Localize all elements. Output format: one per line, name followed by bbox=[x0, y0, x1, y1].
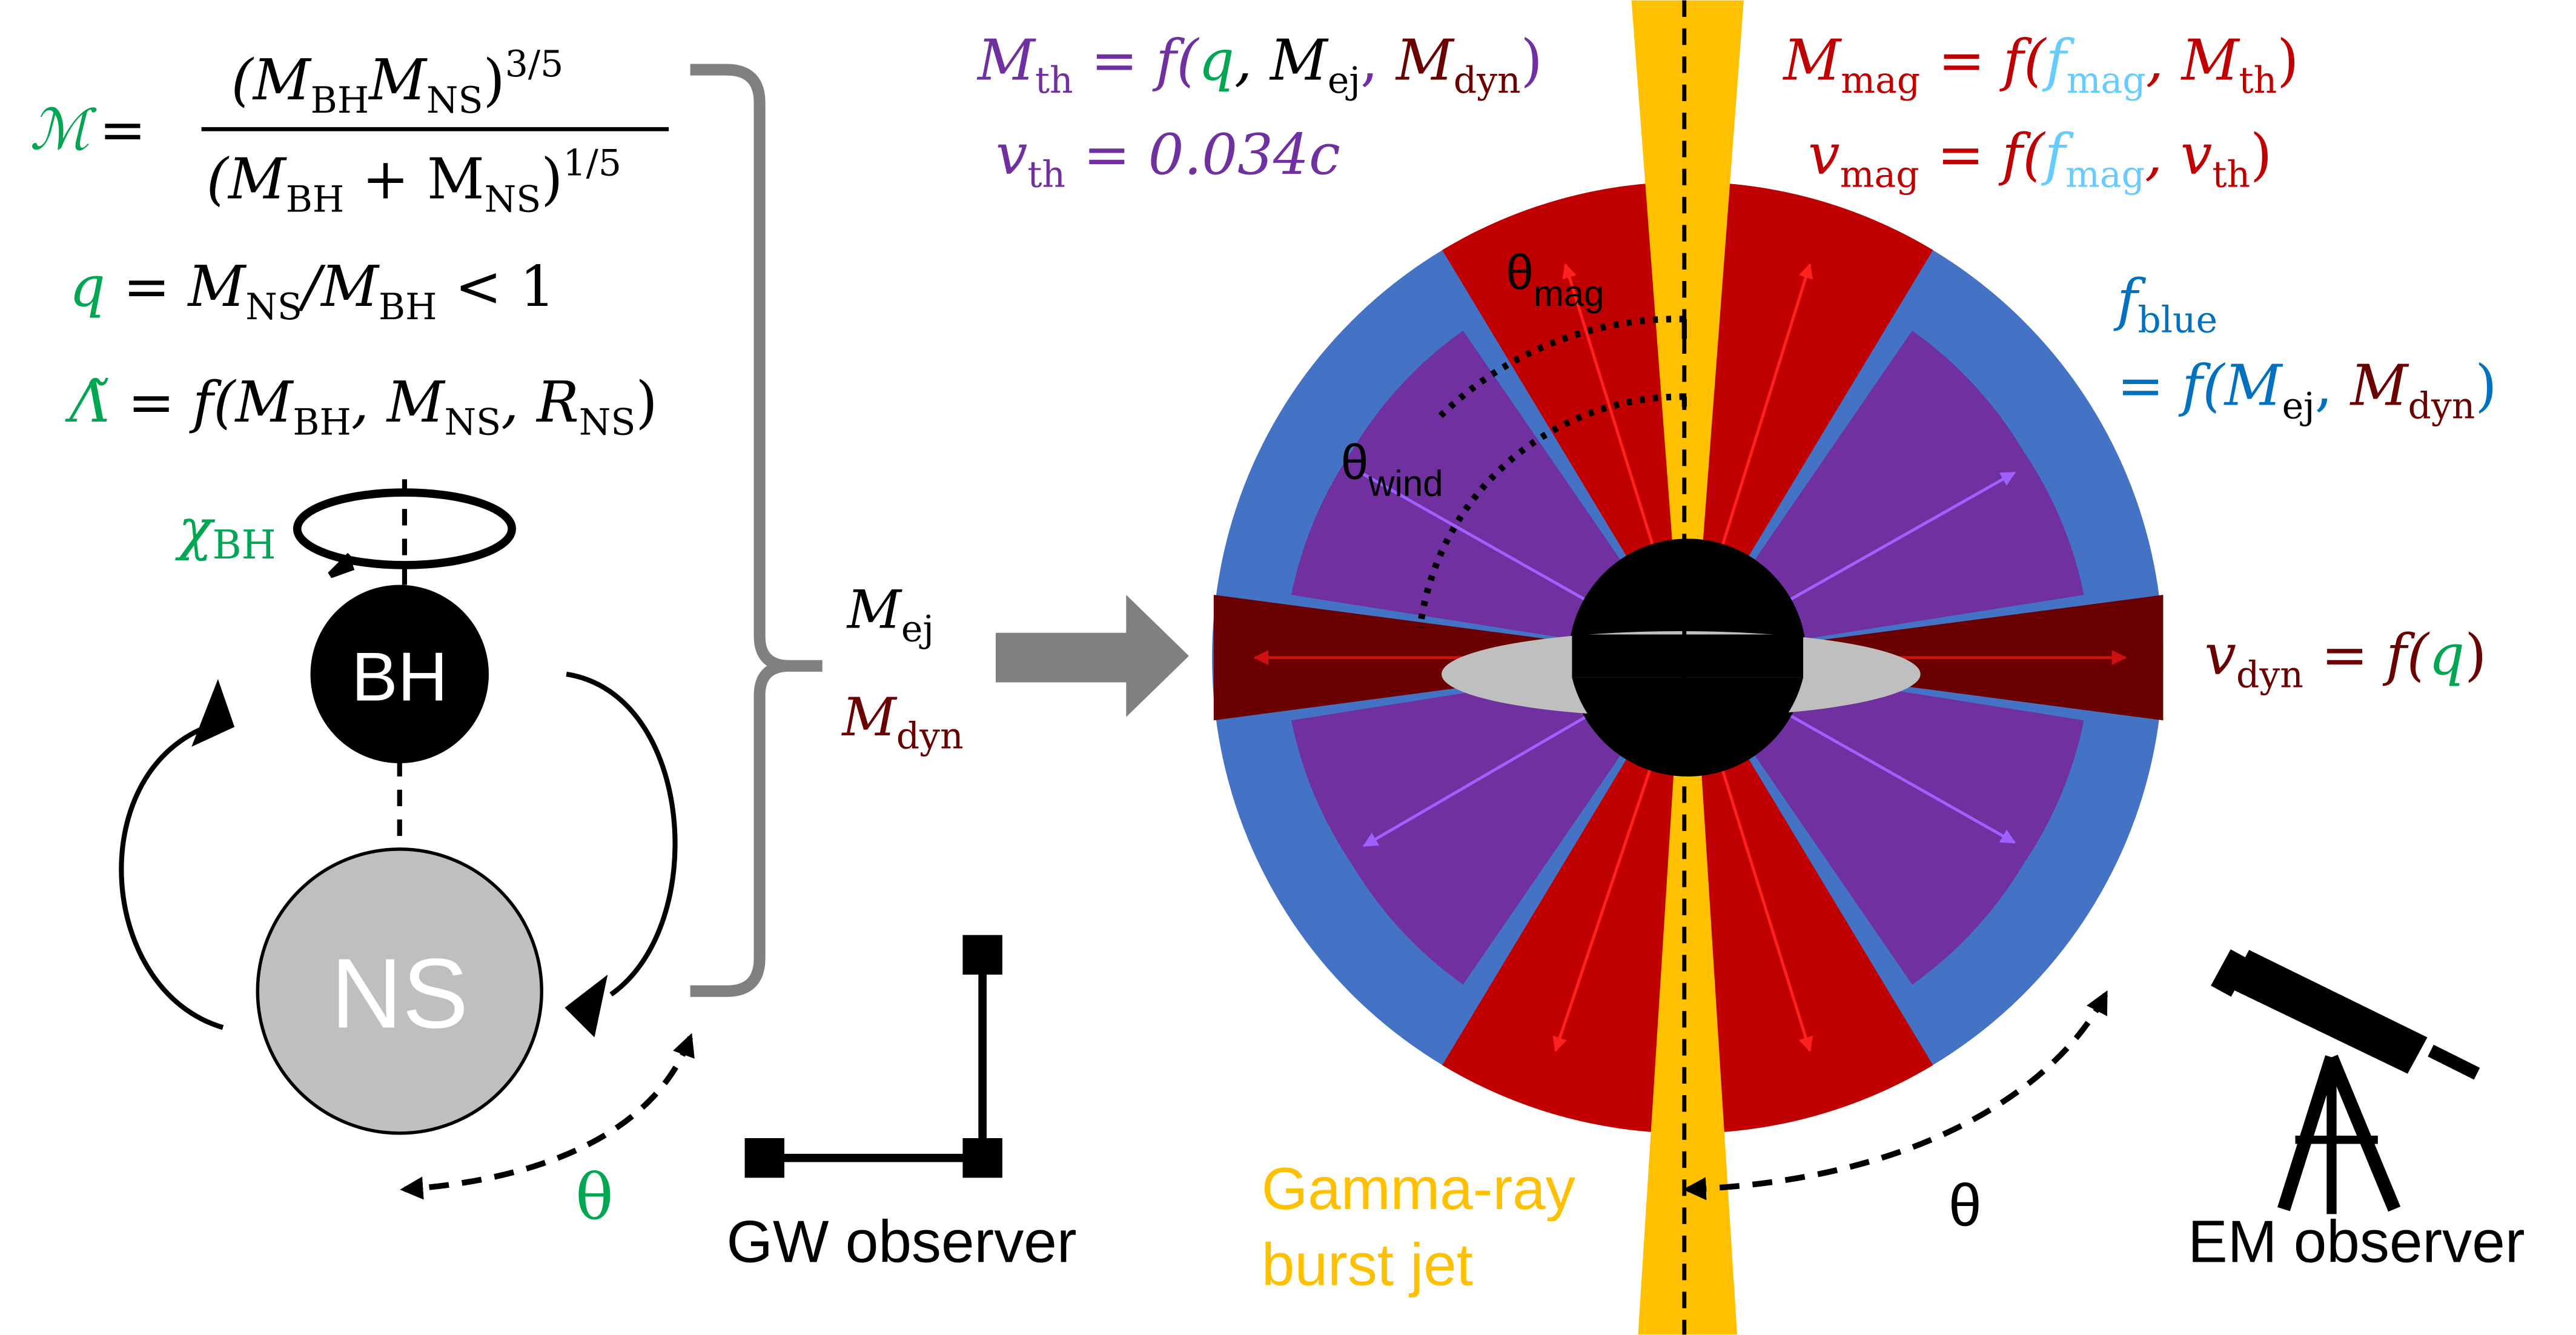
dynamical-velocity-equation: vdyn = f(q) bbox=[2205, 622, 2487, 697]
chirp-mass-symbol: ℳ bbox=[30, 97, 97, 162]
orbit-arrow-left bbox=[119, 724, 224, 1030]
black-hole-icon bbox=[310, 585, 489, 764]
grb-jet-label-line2: burst jet bbox=[1262, 1231, 1473, 1298]
bracket bbox=[690, 64, 823, 997]
bh-label: BH bbox=[351, 638, 448, 716]
gw-observer-label: GW observer bbox=[727, 1208, 1077, 1274]
grb-jet-upper bbox=[1631, 0, 1744, 658]
ejecta-geometry bbox=[1212, 0, 2164, 1335]
thermal-velocity-equation: vth = 0.034c bbox=[996, 122, 1340, 196]
em-viewing-angle-arrow bbox=[1683, 990, 2108, 1201]
gw-parameters: ℳ = (MBHMNS)3/5 (MBH + MNS)1/5 q = MNS/M… bbox=[30, 43, 669, 568]
binary-system: BH NS bbox=[119, 585, 678, 1135]
gw-detector-icon bbox=[744, 935, 1002, 1178]
thermal-mass-equation: Mth = f(q, Mej, Mdyn) bbox=[976, 27, 1543, 102]
magnetic-velocity-equation: vmag = f(fmag, vth) bbox=[1808, 122, 2272, 196]
gw-theta: θ bbox=[575, 1162, 613, 1234]
telescope-icon bbox=[2211, 949, 2480, 1214]
tidal-deformability-equation: Λ̃ = f(MBH, MNS, RNS) bbox=[65, 369, 658, 444]
orbit-arrowhead-left bbox=[191, 679, 235, 747]
chirp-mass-equals: = bbox=[99, 97, 147, 162]
em-theta: θ bbox=[1949, 1171, 1982, 1238]
chirp-denominator: (MBH + MNS)1/5 bbox=[207, 142, 621, 221]
em-observer-label: EM observer bbox=[2188, 1208, 2525, 1274]
gw-viewing-angle-arrow bbox=[400, 1033, 695, 1200]
theta-mag-label: θmag bbox=[1506, 245, 1604, 314]
theta-wind-label: θwind bbox=[1341, 435, 1443, 503]
spin-loop-icon bbox=[293, 479, 516, 587]
magnetic-mass-equation: Mmag = f(fmag, Mth) bbox=[1782, 27, 2299, 102]
chirp-numerator: (MBHMNS)3/5 bbox=[231, 43, 564, 122]
process-arrow bbox=[995, 595, 1189, 717]
orbit-arrow-right bbox=[566, 671, 678, 997]
grb-jet-label-line1: Gamma-ray bbox=[1262, 1155, 1575, 1222]
blue-fraction-label: fblue bbox=[2113, 267, 2217, 342]
em-parameters: Mth = f(q, Mej, Mdyn) vth = 0.034c Mmag … bbox=[976, 27, 2497, 696]
ns-label: NS bbox=[331, 938, 468, 1048]
blue-fraction-equation: = f(Mej, Mdyn) bbox=[2117, 353, 2497, 428]
theta-mag-arc bbox=[1437, 316, 1684, 419]
bh-spin-label: χBH bbox=[174, 497, 276, 568]
ejecta-mass-label: Mej bbox=[846, 579, 934, 651]
mass-ratio-equation: q = MNS/MBH < 1 bbox=[70, 254, 555, 328]
orbit-arrowhead-right bbox=[565, 975, 608, 1038]
dynamical-mass-label: Mdyn bbox=[841, 686, 963, 758]
theta-wind-arc bbox=[1417, 393, 1684, 629]
